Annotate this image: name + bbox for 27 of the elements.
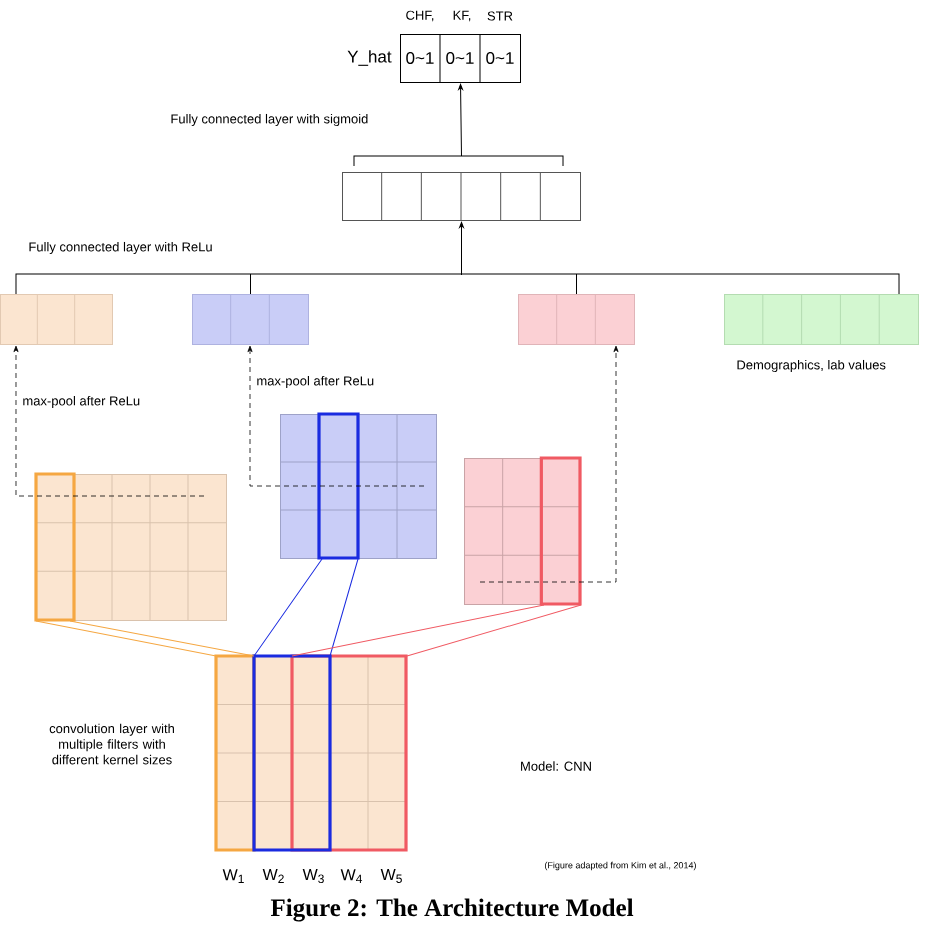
projection-line — [291, 604, 582, 657]
arrow — [353, 83, 564, 167]
projection-line — [253, 558, 359, 657]
projection-line — [35, 620, 255, 657]
arrow — [247, 345, 425, 487]
weight-label: W$_{5}$ — [380, 869, 402, 883]
arrow — [479, 345, 619, 583]
weight-label: W$_{4}$ — [340, 869, 363, 883]
pooled-vector — [518, 293, 635, 345]
weight-label: W$_{3}$ — [302, 869, 324, 883]
caption: Figure 2: The Architecture Model — [270, 898, 634, 922]
cell-value: 0~1 — [486, 52, 514, 64]
feature-map — [463, 456, 582, 606]
weight-label: W$_{2}$ — [262, 869, 284, 883]
cell-value: 0~1 — [406, 52, 434, 64]
cell-value: 0~1 — [446, 52, 474, 64]
weight-label: W$_{1}$ — [222, 869, 244, 883]
pooled-vector — [0, 293, 113, 345]
feature-vector — [724, 293, 919, 345]
dense-layer-vector — [342, 171, 581, 221]
input-matrix — [214, 654, 408, 852]
output-vector — [400, 33, 521, 83]
feature-map — [279, 412, 437, 560]
pooled-vector — [192, 293, 309, 345]
feature-map — [34, 472, 227, 622]
bracket-arrow — [15, 221, 900, 295]
output-label: Y_hat — [347, 50, 392, 66]
